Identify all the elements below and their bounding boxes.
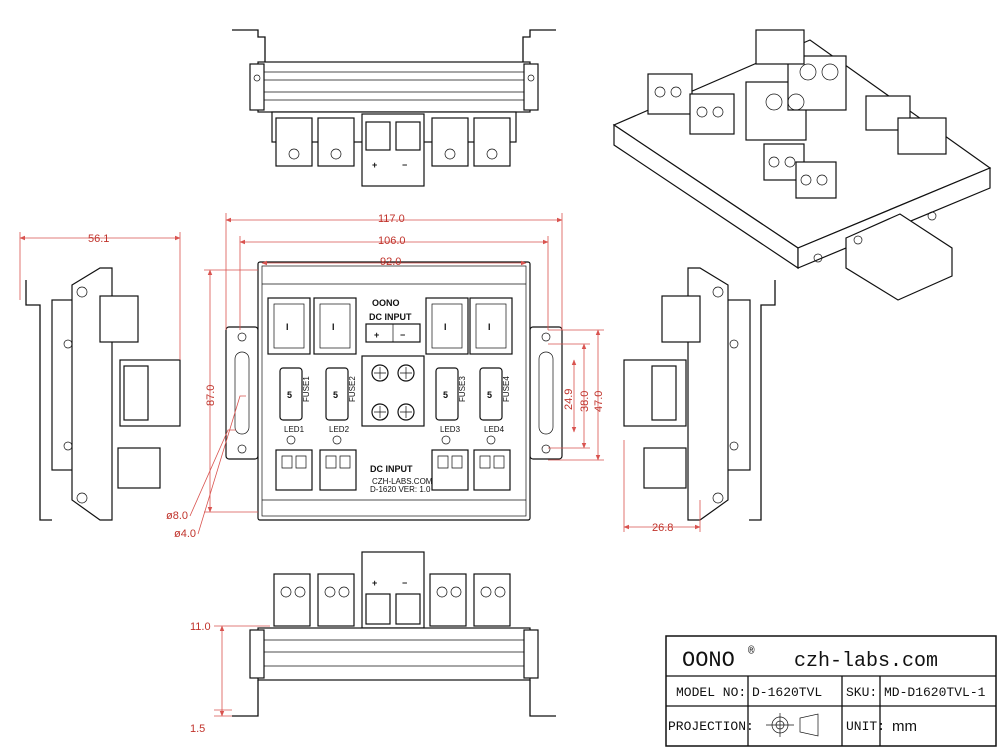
unit-label: UNIT: xyxy=(846,719,885,734)
board-website: CZH-LABS.COM xyxy=(372,477,433,486)
svg-text:−: − xyxy=(402,160,407,170)
plus-sign: + xyxy=(374,330,379,340)
model-value: D-1620TVL xyxy=(752,685,822,700)
sku-label: SKU: xyxy=(846,685,877,700)
dim-rail-width: 106.0 xyxy=(378,235,406,247)
title-brand-mark: ® xyxy=(748,646,755,658)
title-brand: OONO xyxy=(682,648,735,673)
fuse-group: 5 5 5 5 FUSE1 FUSE2 FUSE3 FUSE4 xyxy=(279,367,511,421)
dim-side-depth-right: 26.8 xyxy=(652,522,673,534)
dim-bottom-base: 1.5 xyxy=(190,723,205,735)
switch-glyph: I xyxy=(444,322,447,332)
fuse-label: FUSE1 xyxy=(302,376,311,402)
switch-group: I I I I xyxy=(267,297,513,355)
svg-text:+: + xyxy=(372,160,377,170)
dim-hole-a: 24.9 xyxy=(563,389,575,410)
board-dc-input-bottom: DC INPUT xyxy=(370,464,413,474)
sku-value: MD-D1620TVL-1 xyxy=(884,685,986,700)
board-dc-input-top: DC INPUT xyxy=(369,312,412,322)
fuse-value: 5 xyxy=(287,390,292,400)
dim-height: 87.0 xyxy=(205,385,217,406)
dim-hole-large: ø8.0 xyxy=(166,510,188,522)
dim-overall-width: 117.0 xyxy=(378,213,405,225)
fuse-value: 5 xyxy=(443,390,448,400)
front-view: I I I I OONO DC INPUT + − 5 5 5 5 FUSE1 … xyxy=(225,261,563,521)
dim-body-width: 92.0 xyxy=(380,256,401,268)
fuse-label: FUSE3 xyxy=(458,376,467,402)
fuse-label: FUSE4 xyxy=(502,376,511,402)
board-model-ver: D-1620 VER: 1.0 xyxy=(370,485,431,494)
title-website: czh-labs.com xyxy=(794,650,938,673)
minus-sign: − xyxy=(400,330,405,340)
isometric-view xyxy=(612,29,992,301)
led-label: LED1 xyxy=(284,425,305,434)
fuse-value: 5 xyxy=(487,390,492,400)
svg-text:+: + xyxy=(372,578,377,588)
right-side-view xyxy=(623,267,776,521)
projection-symbol-icon xyxy=(766,713,819,737)
fuse-value: 5 xyxy=(333,390,338,400)
bottom-view: + − xyxy=(232,551,556,717)
dim-side-depth: 56.1 xyxy=(88,233,109,245)
switch-glyph: I xyxy=(286,322,289,332)
left-side-view xyxy=(25,267,181,521)
led-label: LED4 xyxy=(484,425,505,434)
svg-text:−: − xyxy=(402,578,407,588)
led-group: LED1 LED2 LED3 LED4 xyxy=(284,425,505,445)
fuse-label: FUSE2 xyxy=(348,376,357,402)
unit-value: mm xyxy=(892,718,917,735)
projection-label: PROJECTION: xyxy=(668,719,754,734)
led-label: LED2 xyxy=(329,425,350,434)
dim-hole-small: ø4.0 xyxy=(174,528,196,540)
dimension-group: 117.0 106.0 92.0 87.0 24.9 38.0 47.0 56.… xyxy=(19,213,701,735)
title-block: OONO ® czh-labs.com MODEL NO: D-1620TVL … xyxy=(665,635,997,747)
top-view: + − xyxy=(232,29,556,187)
dim-hole-c: 47.0 xyxy=(593,391,605,412)
switch-glyph: I xyxy=(332,322,335,332)
top-connectors xyxy=(275,117,511,167)
switch-glyph: I xyxy=(488,322,491,332)
dim-bottom-height: 11.0 xyxy=(190,621,211,633)
board-brand: OONO xyxy=(372,298,400,308)
led-label: LED3 xyxy=(440,425,461,434)
dim-hole-b: 38.0 xyxy=(579,391,591,412)
model-label: MODEL NO: xyxy=(676,685,746,700)
